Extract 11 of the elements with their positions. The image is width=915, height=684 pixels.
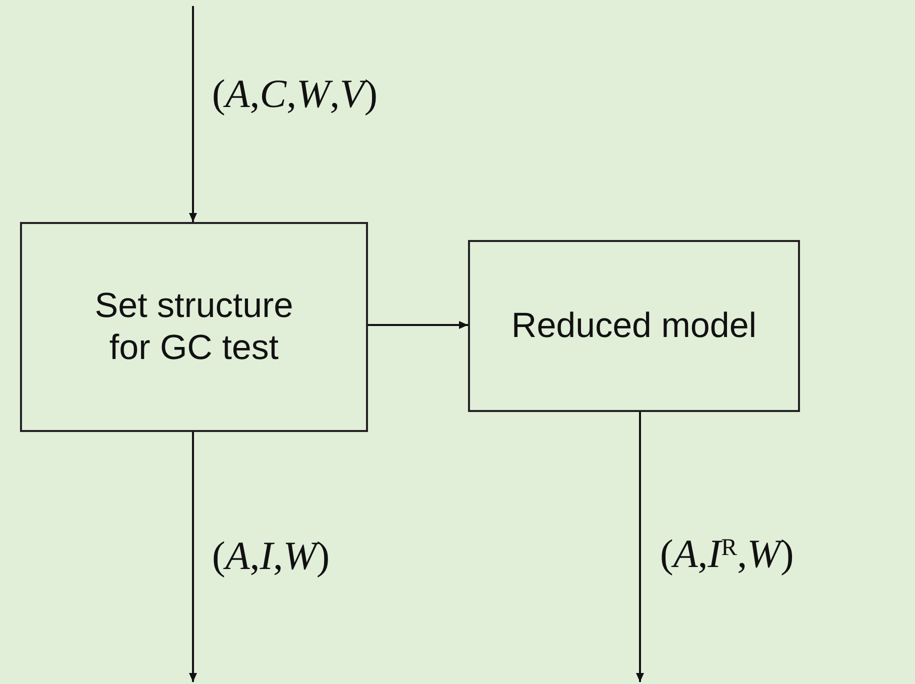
box-label: Reduced model [510, 305, 758, 347]
arrow [189, 432, 197, 682]
edge-label: (A,I$^{R}$,W) [660, 530, 794, 578]
process-box [20, 222, 368, 432]
arrow [368, 321, 468, 329]
box-label: Set structure for GC test [94, 285, 294, 369]
edge-label: (A,C,W,V) [212, 70, 378, 118]
arrow [636, 412, 644, 682]
edge-label: (A,I,W) [212, 532, 330, 580]
arrow [189, 6, 197, 222]
process-box [468, 240, 800, 412]
